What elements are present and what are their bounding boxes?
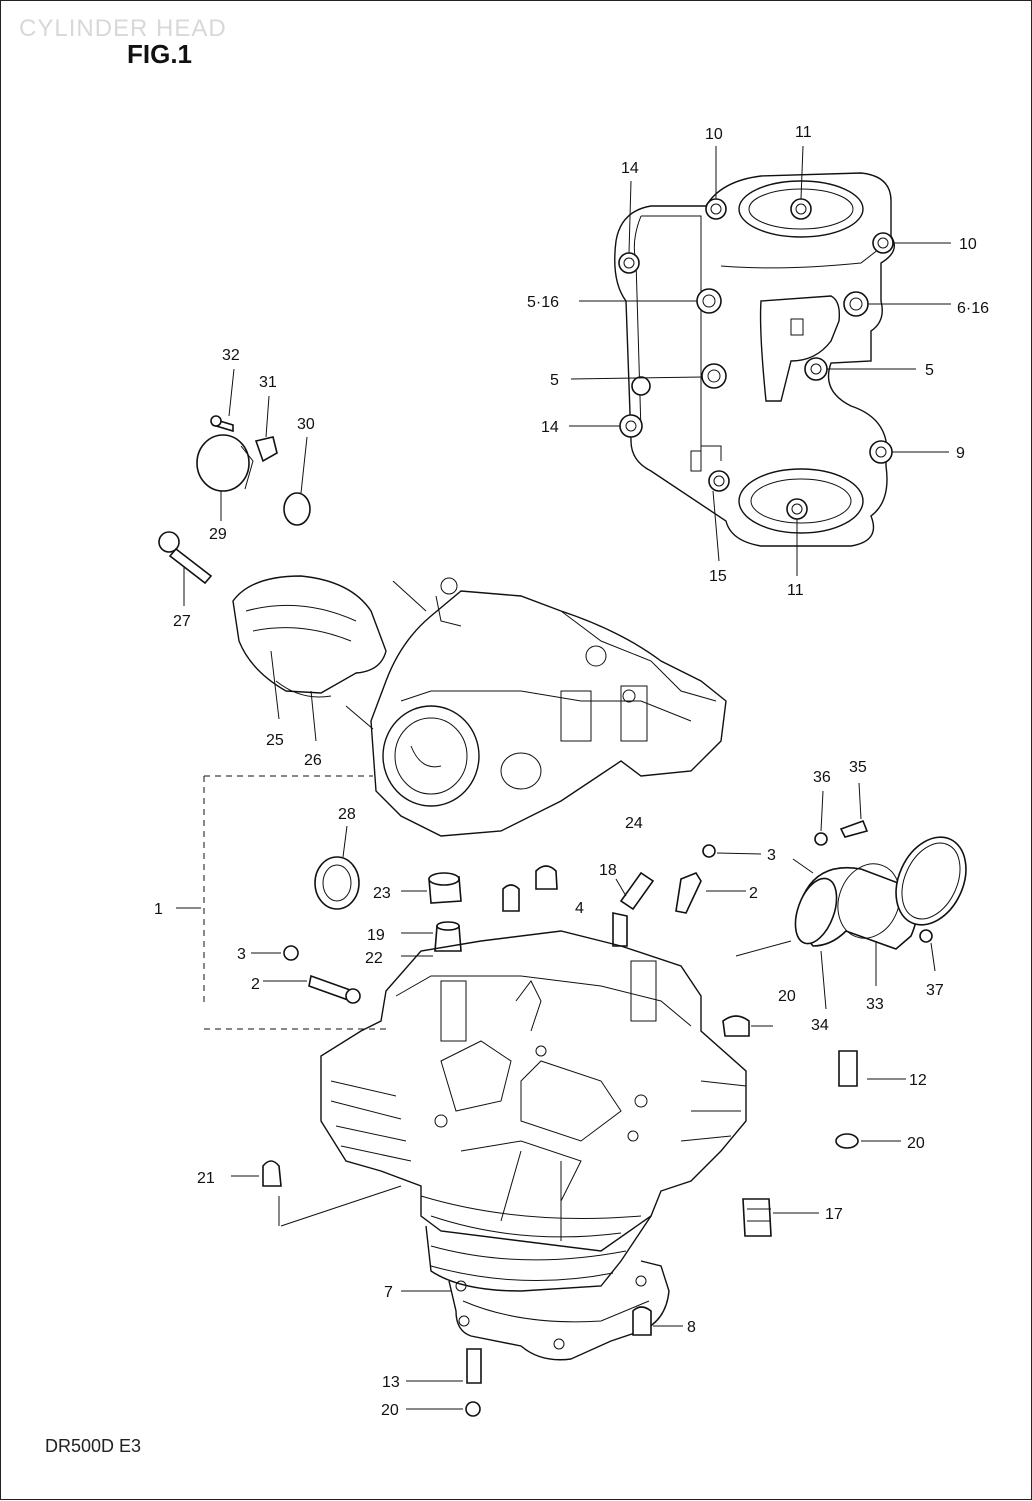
lower-small-parts xyxy=(231,1015,906,1417)
callout-3: 3 xyxy=(237,946,246,963)
callout-34: 34 xyxy=(811,1017,829,1034)
small-parts xyxy=(251,825,762,1004)
callout-8: 8 xyxy=(687,1319,696,1336)
callout-20: 20 xyxy=(381,1402,399,1419)
callout-2: 2 xyxy=(251,976,260,993)
callout-5: 5 xyxy=(925,362,934,379)
model-code: DR500D E3 xyxy=(45,1436,142,1456)
intake-pipe-group xyxy=(735,782,967,1010)
callout-2: 2 xyxy=(749,885,758,902)
callout-3: 3 xyxy=(767,847,776,864)
callout-1: 1 xyxy=(154,901,163,918)
callout-20: 20 xyxy=(907,1135,925,1152)
callout-15: 15 xyxy=(709,568,727,585)
callout-21: 21 xyxy=(197,1170,215,1187)
callout-28: 28 xyxy=(338,806,356,823)
callout-20: 20 xyxy=(778,988,796,1005)
cam-cover-drawing xyxy=(614,172,895,547)
callout-12: 12 xyxy=(909,1072,927,1089)
callout-13: 13 xyxy=(382,1374,400,1391)
callout-10: 10 xyxy=(959,236,977,253)
callout-36: 36 xyxy=(813,769,831,786)
callout-4: 4 xyxy=(575,900,584,917)
callout-6-16: 6·16 xyxy=(957,300,989,317)
callout-11: 11 xyxy=(787,582,804,599)
alignment-lines xyxy=(176,775,391,1030)
callout-27: 27 xyxy=(173,613,191,630)
cam-cover-leaders xyxy=(569,145,951,576)
callout-7: 7 xyxy=(384,1284,393,1301)
bolt-27 xyxy=(158,531,213,606)
callout-18: 18 xyxy=(599,862,617,879)
callout-31: 31 xyxy=(259,374,277,391)
callout-5: 5 xyxy=(550,372,559,389)
callout-11: 11 xyxy=(795,124,812,141)
callout-19: 19 xyxy=(367,927,385,944)
callout-29: 29 xyxy=(209,526,227,543)
callout-17: 17 xyxy=(825,1206,843,1223)
section-title: CYLINDER HEAD xyxy=(19,15,227,42)
callout-26: 26 xyxy=(304,752,322,769)
callout-14: 14 xyxy=(621,160,639,177)
callout-23: 23 xyxy=(373,885,391,902)
callout-33: 33 xyxy=(866,996,884,1013)
tappet-cap-group xyxy=(196,368,311,526)
callout-22: 22 xyxy=(365,950,383,967)
callout-35: 35 xyxy=(849,759,867,776)
figure-title: FIG.1 xyxy=(127,39,193,69)
callout-5-16: 5·16 xyxy=(527,294,559,311)
cover-bolt-holes xyxy=(618,198,894,520)
callout-14: 14 xyxy=(541,419,559,436)
callout-numbers: 10 11 14 10 5·16 6·16 5 5 14 9 15 11 32 … xyxy=(154,124,989,1419)
callout-32: 32 xyxy=(222,347,240,364)
callout-9: 9 xyxy=(956,445,965,462)
callout-25: 25 xyxy=(266,732,284,749)
callout-30: 30 xyxy=(297,416,315,433)
cylinder-head-drawing xyxy=(320,930,747,1361)
callout-10: 10 xyxy=(705,126,723,143)
callout-37: 37 xyxy=(926,982,944,999)
callout-24: 24 xyxy=(625,815,643,832)
cam-housing-drawing xyxy=(232,575,727,837)
